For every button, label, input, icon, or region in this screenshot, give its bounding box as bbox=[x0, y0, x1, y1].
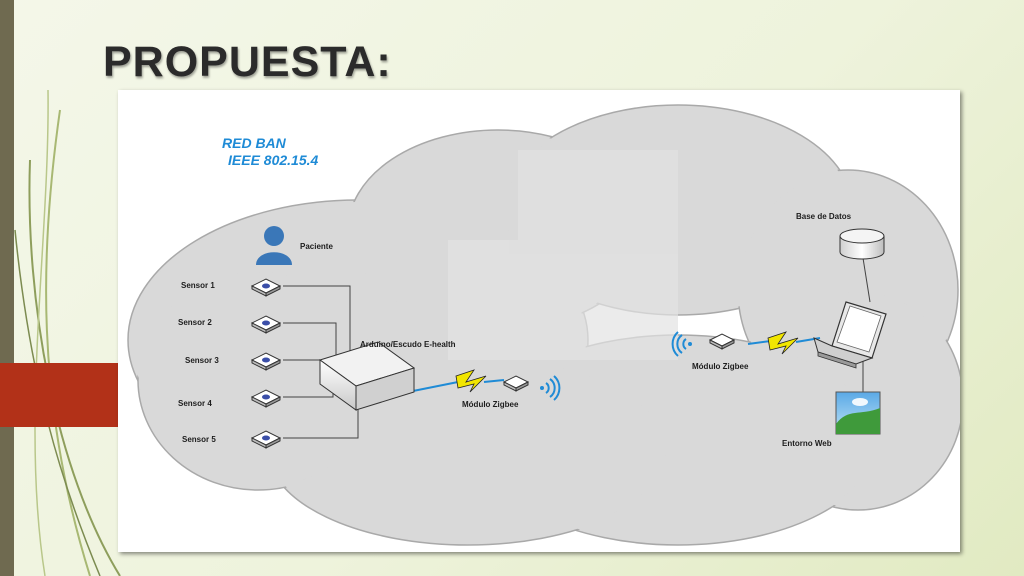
wireless-signal-icon bbox=[540, 375, 561, 401]
network-standard: IEEE 802.15.4 bbox=[228, 152, 319, 168]
web-image-icon bbox=[835, 391, 881, 435]
lightning-link-icon bbox=[767, 331, 799, 355]
network-diagram: RED BAN IEEE 802.15.4 Paciente Sensor 1 … bbox=[118, 90, 960, 552]
db-laptop-wire bbox=[862, 257, 871, 303]
sensor-icon bbox=[250, 278, 282, 449]
arduino-label: Arduino/Escudo E-health bbox=[360, 340, 456, 349]
arduino-zigbee-link bbox=[407, 381, 459, 393]
sensor-3-label: Sensor 3 bbox=[185, 356, 219, 365]
sensor-2-label: Sensor 2 bbox=[178, 318, 212, 327]
sensor-4-label: Sensor 4 bbox=[178, 399, 212, 408]
patient-label: Paciente bbox=[300, 242, 333, 251]
red-accent-tab bbox=[0, 363, 118, 427]
arduino-box-icon bbox=[318, 341, 416, 411]
web-label: Entorno Web bbox=[782, 439, 832, 448]
network-name: RED BAN bbox=[222, 135, 286, 151]
laptop-icon bbox=[813, 301, 887, 369]
zigbee-right-label: Módulo Zigbee bbox=[692, 362, 749, 371]
zigbee-module-icon bbox=[708, 333, 736, 350]
lightning-link-icon bbox=[455, 369, 487, 393]
database-icon bbox=[839, 228, 885, 260]
left-accent-bar bbox=[0, 0, 14, 576]
wireless-signal-icon bbox=[671, 331, 692, 357]
zigbee-left-label: Módulo Zigbee bbox=[462, 400, 519, 409]
network-label: RED BAN IEEE 802.15.4 bbox=[222, 135, 318, 169]
zigbee-module-icon bbox=[502, 375, 530, 392]
slide-title: PROPUESTA: bbox=[103, 38, 392, 86]
database-label: Base de Datos bbox=[796, 212, 852, 221]
sensor-1-label: Sensor 1 bbox=[181, 281, 215, 290]
user-icon bbox=[256, 226, 292, 265]
sensor-5-label: Sensor 5 bbox=[182, 435, 216, 444]
